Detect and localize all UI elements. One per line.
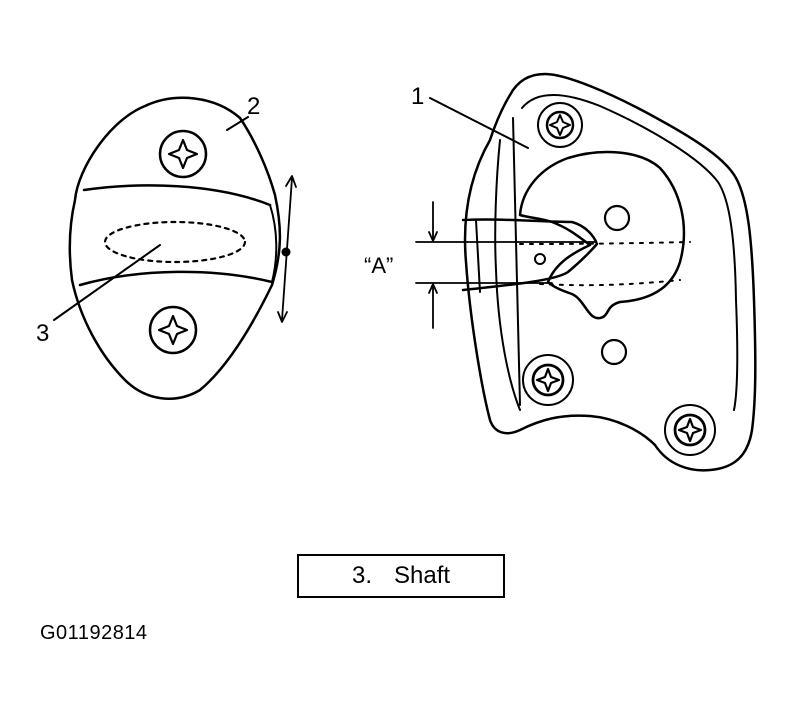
top-screw-icon bbox=[537, 102, 583, 148]
engaged-striker bbox=[461, 218, 599, 292]
hidden-shaft-line bbox=[519, 241, 691, 287]
bottom-screw-icon bbox=[664, 404, 716, 456]
figure-id: G01192814 bbox=[40, 622, 148, 644]
legend-text: Shaft bbox=[393, 562, 451, 589]
latch-plate-edge bbox=[512, 117, 521, 406]
dimension-label-a: “A” bbox=[364, 253, 393, 278]
claw-hole bbox=[603, 204, 631, 232]
shaft-hidden-outline bbox=[103, 220, 247, 264]
engaged-striker-front bbox=[475, 219, 481, 293]
callout-label-1: 1 bbox=[411, 83, 424, 110]
legend-box: 3. Shaft bbox=[297, 554, 505, 598]
bracket-upper-band bbox=[82, 184, 272, 207]
lower-screw-icon bbox=[148, 305, 198, 355]
latch-claw bbox=[518, 150, 686, 320]
plate-hole bbox=[600, 338, 628, 366]
shaft-pivot-dot bbox=[281, 247, 291, 257]
bracket-outline bbox=[68, 96, 282, 400]
middle-screw-icon bbox=[522, 354, 574, 406]
dimension-arrow-bottom-head bbox=[428, 283, 438, 294]
bracket-lower-band bbox=[78, 270, 274, 287]
movement-arrow-head-up bbox=[285, 175, 297, 188]
leader-line-1 bbox=[429, 97, 529, 149]
latch-outer-plate bbox=[463, 72, 757, 472]
callout-label-2: 2 bbox=[247, 93, 260, 120]
dimension-arrow-top-head bbox=[428, 231, 438, 242]
bracket-side-edge bbox=[269, 204, 278, 283]
upper-screw-icon bbox=[158, 129, 208, 179]
leader-line-2 bbox=[226, 116, 249, 131]
dimension-a bbox=[415, 201, 597, 329]
latch-assembly bbox=[429, 72, 757, 472]
callout-label-3: 3 bbox=[36, 320, 49, 347]
latch-inner-rim bbox=[521, 94, 739, 411]
legend-number: 3. bbox=[351, 562, 372, 589]
movement-arrow-head-down bbox=[277, 311, 288, 323]
leader-line-3 bbox=[53, 244, 161, 321]
latch-inner-step bbox=[494, 139, 521, 411]
engaged-striker-pin bbox=[534, 253, 546, 265]
striker-bracket bbox=[53, 96, 297, 400]
